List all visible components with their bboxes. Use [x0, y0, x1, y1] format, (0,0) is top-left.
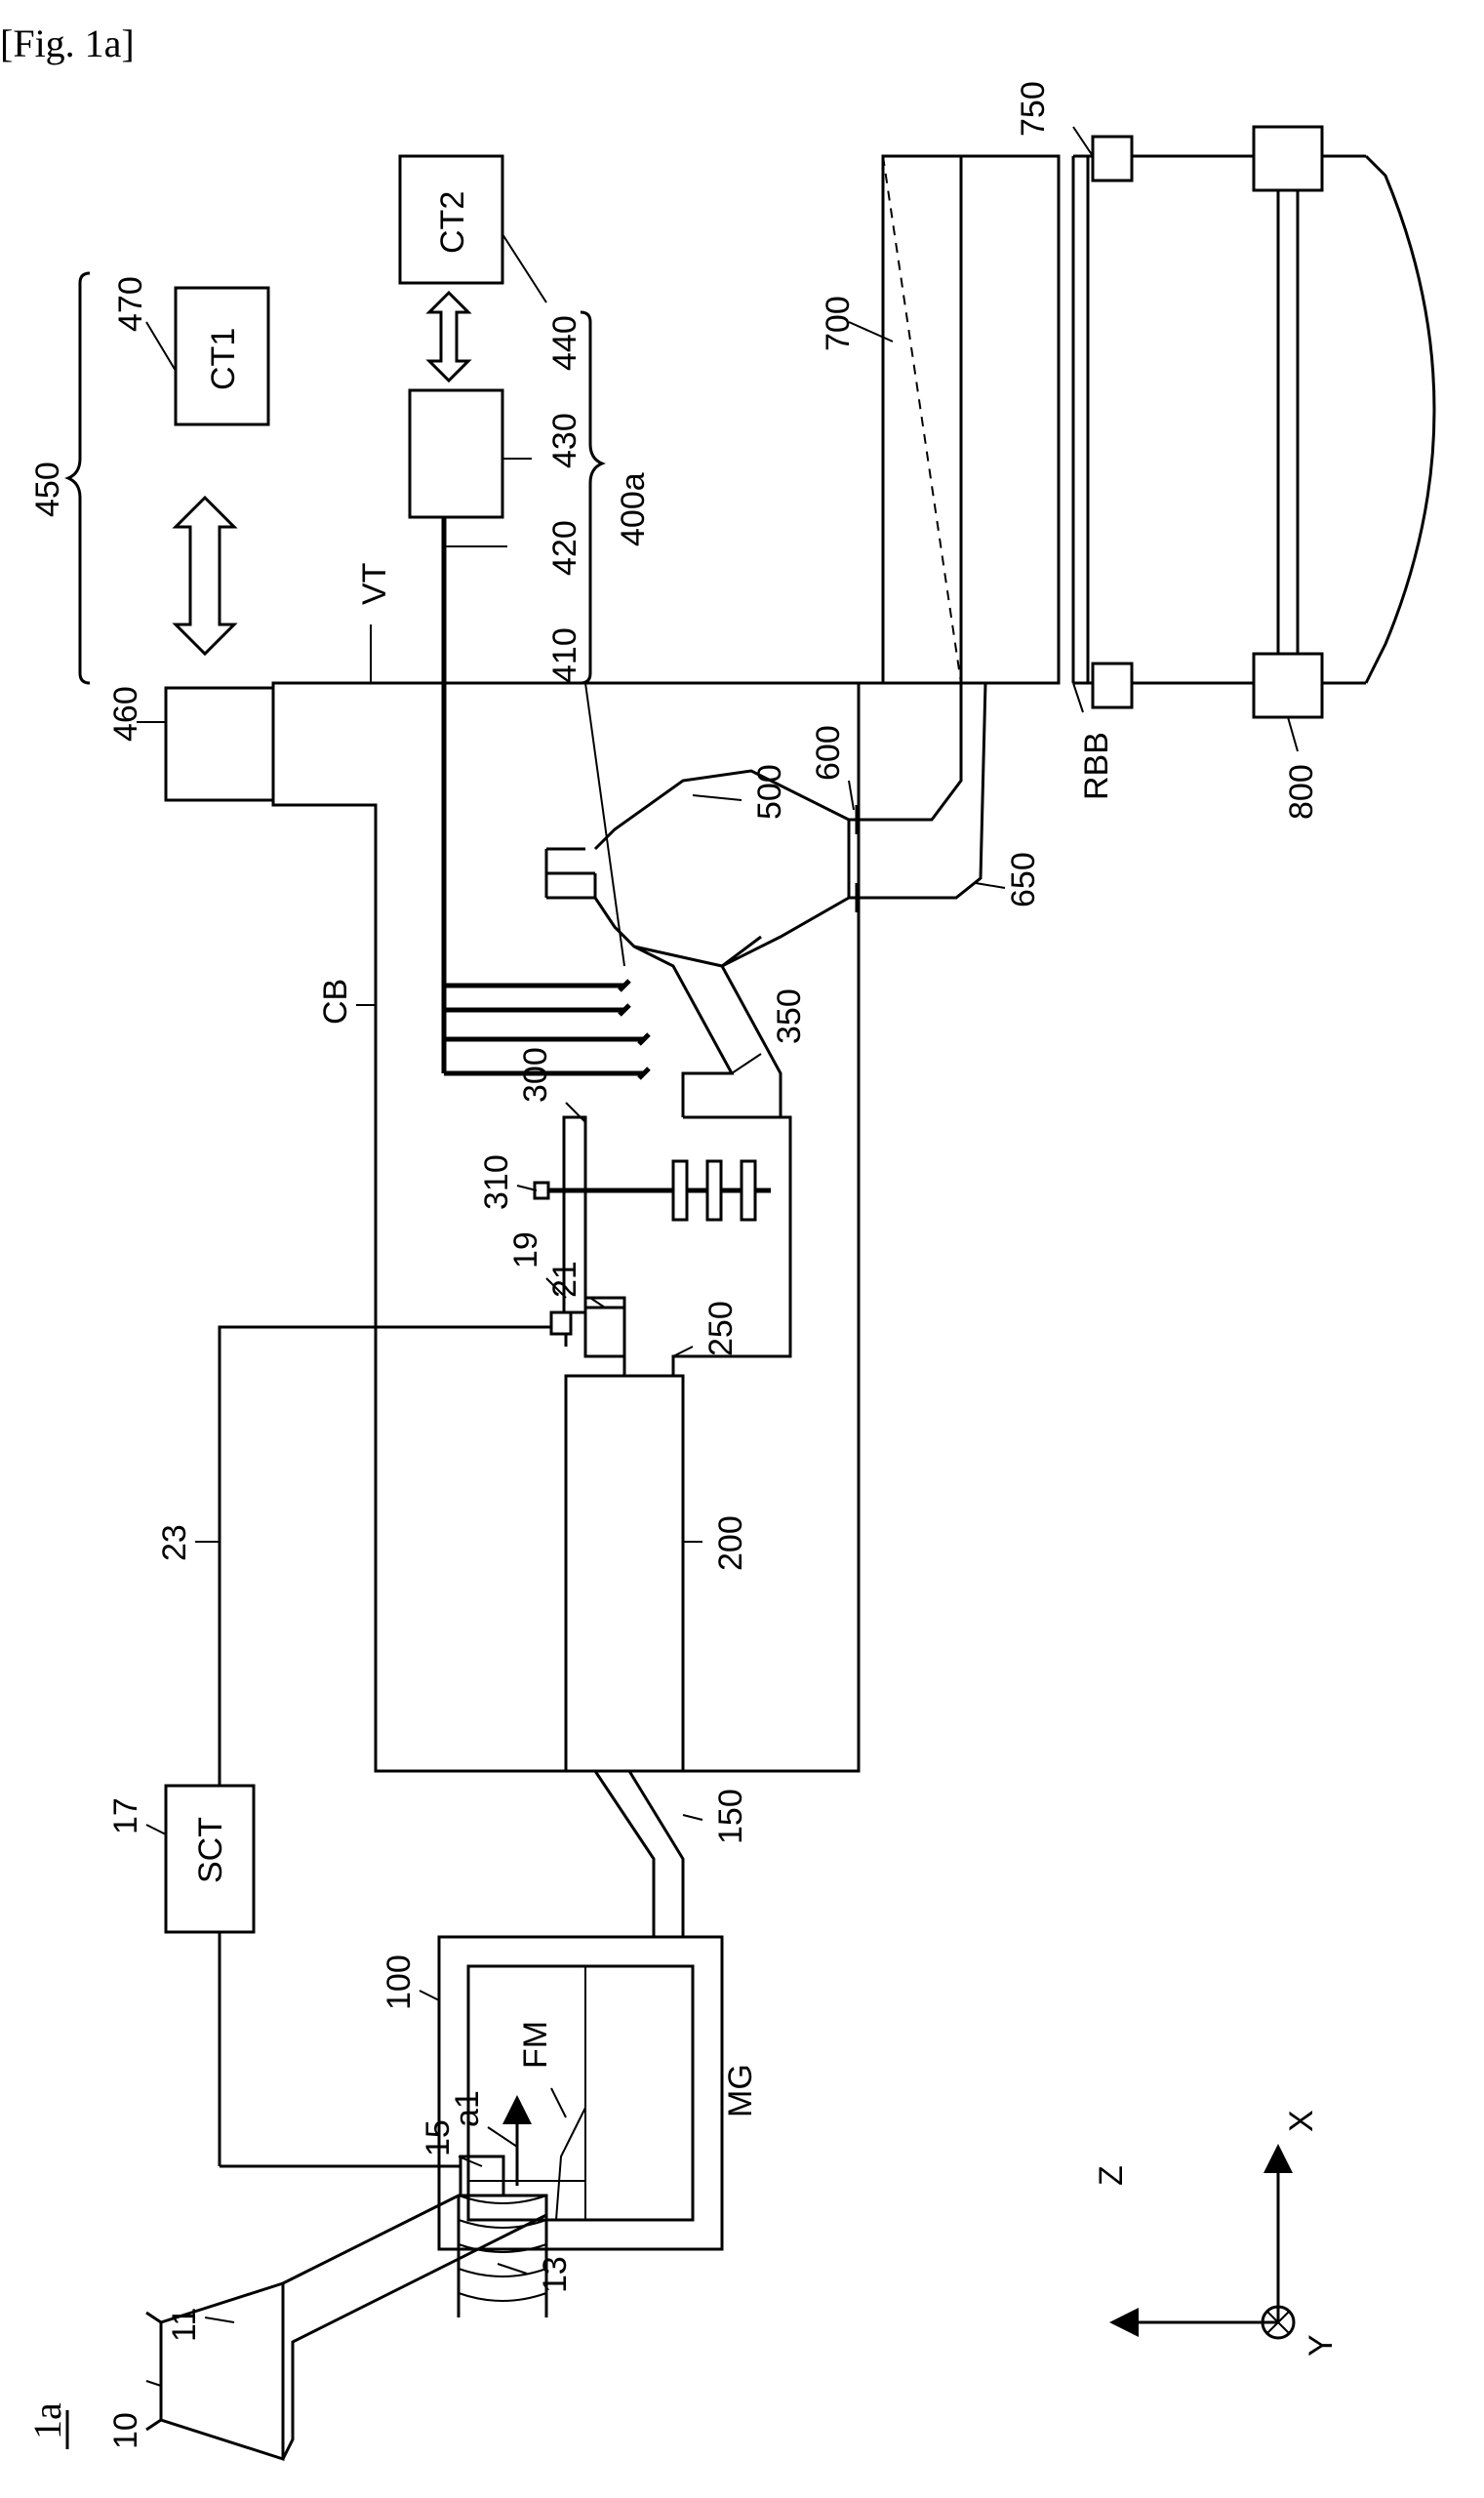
leader-fm	[551, 2088, 566, 2117]
rotor-blade-2	[707, 1161, 721, 1220]
label-vt: VT	[356, 563, 393, 605]
label-750: 750	[1015, 81, 1052, 137]
label-450: 450	[29, 462, 66, 517]
roller-750-bottom	[1093, 664, 1132, 707]
label-cb: CB	[317, 979, 354, 1025]
label-650: 650	[1005, 852, 1042, 907]
reference-labels: 10 11 13 15 a1 17 100 FM MG 150 23 200 1…	[29, 81, 1340, 2449]
label-100: 100	[381, 1954, 418, 2010]
label-470: 470	[112, 276, 149, 332]
leader-750	[1073, 127, 1093, 156]
axis-indicator	[1112, 2147, 1294, 2338]
label-200: 200	[712, 1515, 749, 1571]
leader-11	[205, 2317, 234, 2322]
label-310: 310	[478, 1154, 515, 1210]
sct-label: SCT	[192, 1817, 229, 1883]
packer-700	[883, 156, 1059, 683]
valve-600	[849, 805, 873, 912]
label-300: 300	[517, 1047, 554, 1103]
label-500: 500	[751, 764, 788, 820]
actuator-19	[551, 1312, 571, 1334]
label-350: 350	[771, 988, 808, 1044]
wire-23	[220, 1327, 566, 2166]
leader-10	[146, 2381, 161, 2386]
brace-450	[68, 273, 90, 683]
nozzle-500-cap	[546, 849, 595, 898]
label-600: 600	[810, 725, 847, 781]
label-fm: FM	[517, 2021, 554, 2069]
launder-150	[595, 1771, 683, 1937]
roller-800-shaft	[1278, 190, 1298, 654]
label-420: 420	[546, 520, 583, 576]
belt-cut-edge	[1366, 156, 1434, 683]
probe-tips	[620, 981, 649, 1078]
hopper-10	[146, 2196, 546, 2459]
label-440: 440	[546, 315, 583, 371]
label-23: 23	[156, 1524, 193, 1561]
leader-150	[683, 1815, 702, 1820]
leader-470	[146, 322, 176, 371]
leader-a1	[488, 2127, 517, 2147]
leader-600	[849, 781, 854, 810]
packer-diagonal	[883, 156, 961, 683]
leader-410	[585, 683, 624, 966]
leader-rbb	[1073, 683, 1083, 712]
label-mg: MG	[722, 2064, 759, 2117]
rotor-blade-1	[673, 1161, 687, 1220]
figure-reference: 1a	[25, 2402, 69, 2439]
label-13: 13	[537, 2256, 574, 2293]
label-250: 250	[702, 1301, 740, 1356]
label-410: 410	[546, 627, 583, 683]
leader-500	[693, 795, 742, 800]
label-11: 11	[166, 2308, 203, 2342]
outlet-650	[873, 683, 985, 898]
label-150: 150	[712, 1789, 749, 1844]
ct1-label: CT1	[205, 328, 242, 390]
leader-13	[498, 2264, 527, 2274]
label-19: 19	[507, 1231, 544, 1269]
label-17: 17	[107, 1797, 144, 1834]
label-axis-z: Z	[1093, 2165, 1130, 2186]
brace-400a	[581, 312, 602, 683]
label-rbb: RBB	[1078, 732, 1115, 800]
vent-pump-460	[166, 688, 273, 800]
rotor-blade-3	[742, 1161, 755, 1220]
label-a1: a1	[449, 2090, 486, 2127]
double-arrow-ct2	[429, 293, 468, 381]
holding-unit-200	[566, 1298, 683, 1771]
controller-430	[410, 390, 502, 517]
ct2-label: CT2	[434, 191, 471, 254]
leader-440	[502, 234, 546, 302]
label-axis-y: Y	[1303, 2334, 1340, 2357]
double-arrow-ct1	[176, 498, 234, 654]
figure-caption: [Fig. 1a]	[0, 21, 135, 65]
collector-500	[595, 771, 849, 966]
label-700: 700	[820, 296, 857, 351]
roller-800-top	[1254, 127, 1322, 190]
label-21: 21	[546, 1261, 583, 1298]
label-800: 800	[1283, 764, 1320, 820]
roller-800-bottom	[1254, 654, 1322, 717]
leader-100	[420, 1991, 439, 2000]
label-400a: 400a	[615, 472, 652, 546]
label-axis-x: X	[1283, 2110, 1320, 2132]
belt-rbb	[1073, 156, 1088, 683]
roller-750-top	[1093, 137, 1132, 181]
screw-feeder-13	[459, 2196, 546, 2317]
leader-17	[146, 1825, 166, 1834]
stopper-21	[585, 1308, 624, 1356]
belt-rbb-ends	[1073, 156, 1366, 683]
label-460: 460	[107, 686, 144, 742]
leader-350	[732, 1054, 761, 1073]
leader-800	[1288, 717, 1298, 751]
leader-650	[976, 883, 1005, 888]
label-430: 430	[546, 413, 583, 468]
shaft-end	[535, 1183, 548, 1198]
label-10: 10	[107, 2412, 144, 2449]
